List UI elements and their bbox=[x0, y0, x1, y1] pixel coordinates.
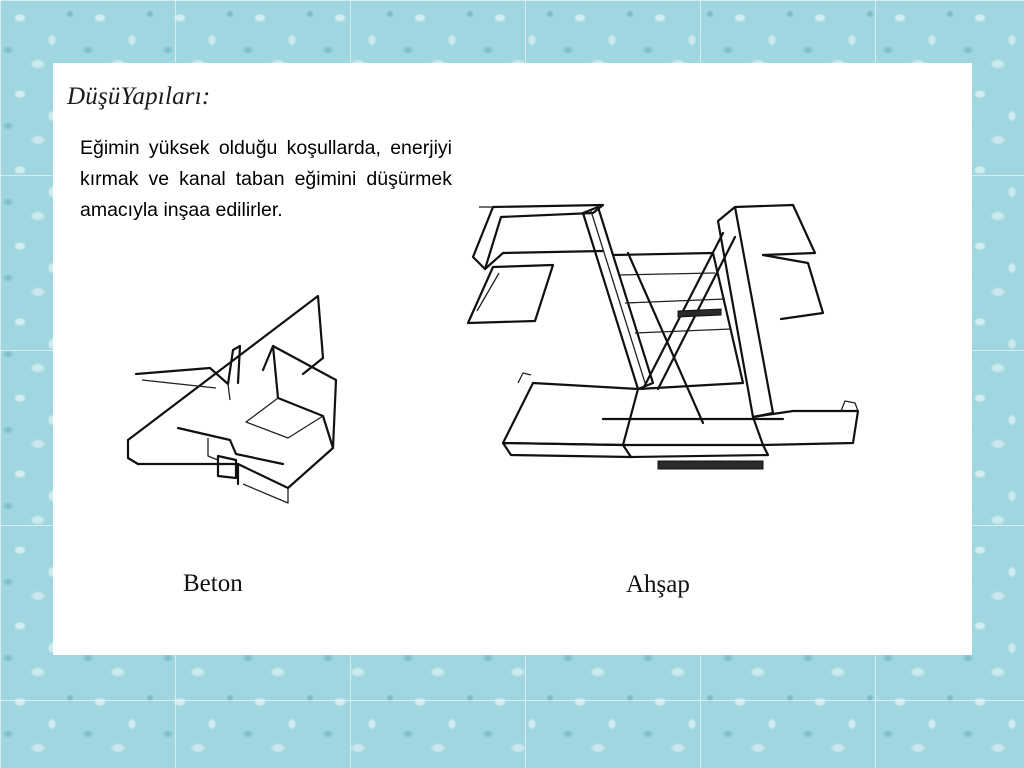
description-text: Eğimin yüksek olduğu koşullarda, enerjiy… bbox=[80, 137, 452, 221]
timber-drop-structure-drawing bbox=[466, 203, 860, 470]
slide-content: DüşüYapıları: Eğimin yüksek olduğu koşul… bbox=[53, 63, 972, 655]
figure-title: DüşüYapıları: bbox=[67, 83, 211, 110]
figure-label-timber: Ahşap bbox=[626, 571, 690, 598]
figure-label-concrete: Beton bbox=[183, 570, 243, 597]
concrete-drop-structure-drawing bbox=[126, 294, 338, 504]
